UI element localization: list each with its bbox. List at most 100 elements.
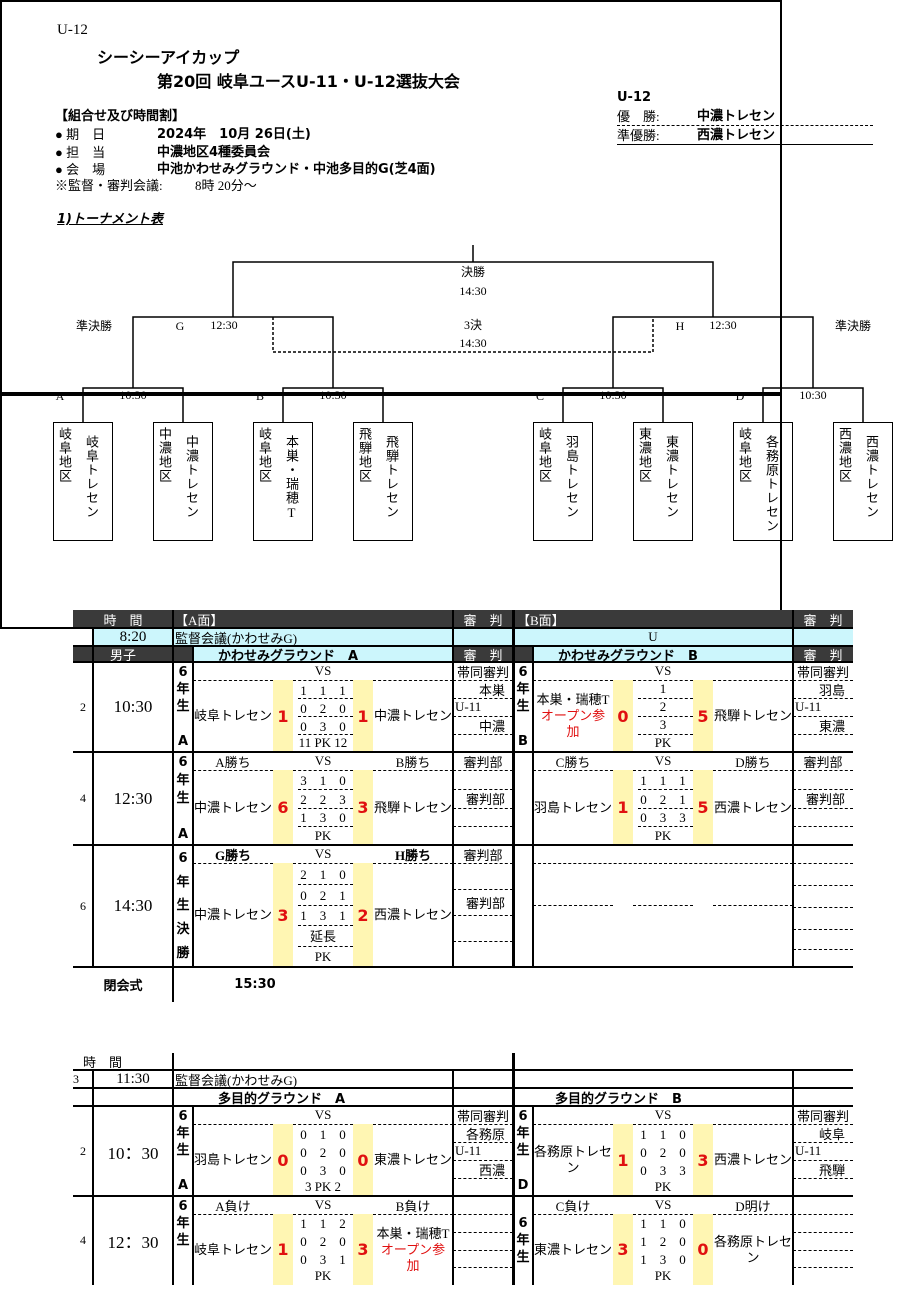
dashed-line: [793, 1231, 853, 1233]
dashed-line: [298, 925, 353, 927]
team-name: 本巣・瑞穂T: [284, 435, 299, 521]
dashed-line: [453, 698, 513, 699]
referee-cell: [793, 770, 853, 789]
team-name: 東濃トレセン: [373, 1152, 452, 1167]
referee-header: [793, 1196, 853, 1214]
row-number: 4: [80, 1233, 86, 1247]
first-round-lines: [82, 387, 864, 422]
referee-cell: [793, 1232, 853, 1250]
dashed-line: [793, 1142, 853, 1143]
referee-cell: [453, 1178, 513, 1196]
right-score: 5: [693, 770, 713, 845]
third-place-line: [272, 317, 654, 353]
right-score: 3: [353, 770, 373, 845]
meeting-num: 3: [73, 1071, 79, 1086]
sub-ref: 審 判: [453, 646, 513, 662]
grid-line: [511, 610, 515, 967]
score-line: 0 2 0: [640, 1144, 686, 1160]
closing-label: 閉会式: [103, 979, 143, 994]
group-b-time: 10:30: [319, 388, 346, 402]
referee-header: 審判部: [463, 754, 503, 770]
left-score: 1: [613, 770, 633, 845]
dashed-line: [298, 788, 353, 790]
team-district: 岐阜地区: [57, 427, 72, 483]
dashed-line: [293, 770, 353, 771]
header-b: 【B面】: [517, 612, 565, 628]
score-line: 1 2 0: [640, 1234, 686, 1250]
right-team: 中濃トレセン: [373, 680, 453, 752]
left-score: 3: [613, 1214, 633, 1285]
dashed-line: [713, 1214, 793, 1215]
score-line: 0 2 0: [300, 1234, 346, 1250]
score-line: 1 1 2: [300, 1216, 346, 1232]
team-name: 西濃トレセン: [713, 1152, 792, 1167]
referee-cell: [453, 734, 513, 752]
dashed-line: [533, 1214, 613, 1215]
final-label: 決勝: [461, 264, 485, 279]
referee-cell: [453, 1250, 513, 1268]
group-d-time: 10:30: [799, 388, 826, 402]
dashed-line: [713, 680, 793, 681]
left-label: [533, 1106, 613, 1124]
vs-label: VS: [314, 846, 332, 861]
vs-label: VS: [654, 663, 672, 678]
team-name: 西濃トレセン: [373, 907, 452, 922]
semi-right-label: 準決勝: [835, 318, 871, 333]
dashed-line: [633, 905, 693, 906]
runner-up-team: 西濃トレセン: [697, 128, 776, 143]
referee-cell: 審判部: [465, 895, 505, 911]
referee-header: 帯同審判: [456, 1108, 509, 1124]
right-score: 3: [353, 1214, 373, 1285]
vs-label: VS: [654, 1107, 672, 1122]
referee-header: 帯同審判: [796, 1108, 849, 1124]
score-line: PK: [314, 948, 332, 964]
header-ref: 審 判: [463, 612, 503, 628]
score-line: PK: [314, 827, 332, 843]
grade-char: 年: [516, 1126, 530, 1142]
score-line: PK: [654, 827, 672, 843]
right-score: 0: [353, 1124, 373, 1196]
dashed-line: [453, 1267, 513, 1269]
referee-cell: 飛騨: [818, 1162, 845, 1178]
right-label: [713, 1106, 793, 1124]
left-score: 3: [273, 863, 293, 967]
right-team: 飛騨トレセン: [373, 770, 453, 845]
team-box: 岐阜地区羽島トレセン: [533, 422, 593, 541]
grade-char: 年: [176, 682, 190, 698]
dashed-line: [453, 734, 513, 735]
closing-time: 15:30: [234, 977, 276, 992]
right-label: [373, 1106, 453, 1124]
dashed-line: [453, 915, 513, 916]
grade-char: 生: [516, 1250, 530, 1265]
meeting-time: 8時 20分～: [195, 178, 257, 193]
runner-up-label: 準優勝:: [617, 128, 660, 143]
third-label: 3決: [464, 318, 482, 332]
referee-cell: [793, 1250, 853, 1268]
grade-char: 6: [178, 665, 188, 681]
team-name: 各務原トレセン: [533, 1144, 612, 1175]
score-line: 0 2 0: [300, 700, 346, 716]
score-line: 1 1 0: [640, 1126, 686, 1142]
meeting-text: 監督会議(かわせみG): [175, 1072, 298, 1088]
grid-line: [532, 1106, 534, 1285]
dashed-line: [793, 1160, 853, 1161]
row-number: 2: [80, 1143, 86, 1158]
grade-char: 決: [176, 922, 190, 938]
score-line: 2: [659, 699, 667, 714]
score-line: 1 1 1: [300, 682, 346, 698]
team-box: 東濃地区東濃トレセン: [633, 422, 693, 541]
right-label: D勝ち: [735, 754, 771, 770]
dashed-line: [638, 698, 693, 699]
left-team: 中濃トレセン: [193, 770, 273, 845]
referee-cell: [453, 1267, 513, 1285]
grid-line: [792, 610, 794, 967]
referee-cell: [793, 1214, 853, 1232]
grid-line: [73, 844, 853, 846]
dashed-line: [793, 698, 853, 699]
grade-char: 年: [516, 682, 530, 698]
vs-label: VS: [314, 1107, 332, 1122]
dashed-line: [193, 1214, 273, 1215]
dashed-line: [633, 1124, 693, 1125]
left-team: 羽島トレセン: [533, 770, 613, 845]
dashed-line: [713, 905, 793, 906]
